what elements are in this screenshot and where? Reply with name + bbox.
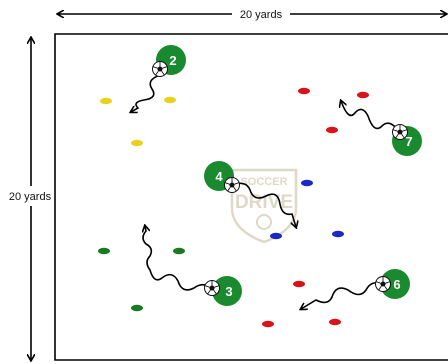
height-label: 20 yards (9, 191, 52, 203)
width-dimension: 20 yards (58, 9, 446, 21)
cone-icon (164, 96, 176, 104)
field-boundary (54, 33, 448, 361)
cone-icon (298, 87, 310, 95)
soccer-ball-icon (224, 177, 240, 193)
cone-icon (100, 97, 112, 105)
dribble-arrow-4 (231, 182, 296, 227)
logo-shield-icon (230, 168, 298, 244)
soccer-ball-icon (152, 61, 168, 77)
soccer-ball-icon (392, 124, 408, 140)
cone-icon (293, 280, 305, 288)
player-number: 4 (215, 169, 223, 184)
player-4: 4 (204, 161, 240, 193)
soccer-ball-icon (204, 280, 220, 296)
cone-icon (332, 230, 344, 238)
logo-line-1: SOCCER (240, 176, 287, 188)
player-2: 2 (152, 45, 186, 77)
height-dimension: 20 yards (9, 38, 52, 360)
green-cones (98, 247, 185, 312)
yellow-cones (100, 96, 176, 147)
dribble-arrow-3 (143, 226, 213, 291)
dribble-arrow-7 (341, 101, 401, 134)
player-badge (212, 276, 242, 306)
width-label: 20 yards (240, 9, 283, 21)
player-6: 6 (375, 269, 410, 299)
logo-line-2: DRIVE (235, 192, 293, 213)
cone-icon (329, 318, 341, 326)
cone-icon (326, 126, 338, 134)
player-badge (380, 269, 410, 299)
logo-ball-icon (256, 214, 272, 230)
player-number: 6 (393, 277, 400, 292)
player-7: 7 (392, 124, 422, 156)
dribble-paths (131, 74, 401, 309)
red-cones (262, 87, 369, 328)
player-3: 3 (204, 276, 242, 306)
player-number: 2 (169, 53, 176, 68)
soccer-ball-icon (375, 276, 391, 292)
cone-icon (301, 179, 313, 187)
cone-icon (98, 247, 110, 255)
blue-cones (270, 179, 344, 240)
cone-icon (131, 304, 143, 312)
dribble-arrow-2 (131, 74, 161, 112)
cone-icon (262, 320, 274, 328)
cone-icon (173, 247, 185, 255)
player-number: 7 (405, 134, 412, 149)
soccer-drive-logo: SOCCER DRIVE (230, 168, 298, 244)
cone-icon (270, 232, 282, 240)
cone-icon (131, 139, 143, 147)
player-number: 3 (225, 284, 232, 299)
cone-icon (357, 91, 369, 99)
dribble-arrow-6 (301, 282, 383, 309)
